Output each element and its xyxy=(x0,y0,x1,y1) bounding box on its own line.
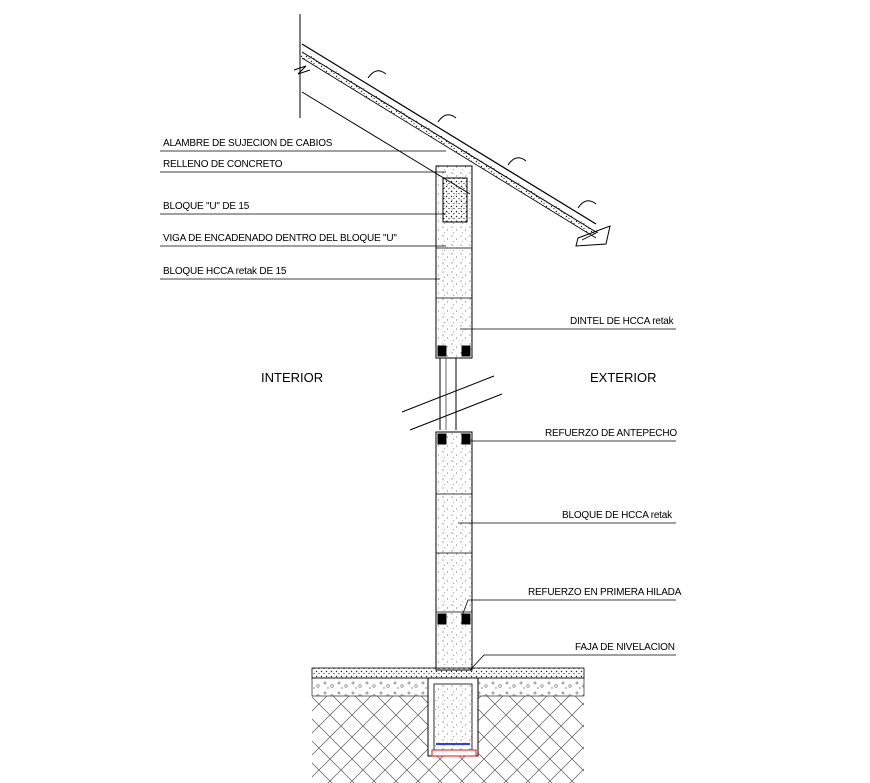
right-callouts xyxy=(458,328,676,671)
label-bloque-hcca-15: BLOQUE HCCA retak DE 15 xyxy=(163,266,287,277)
label-faja: FAJA DE NIVELACION xyxy=(575,642,675,653)
label-bloque-hcca: BLOQUE DE HCCA retak xyxy=(562,510,673,521)
label-refuerzo-antepecho: REFUERZO DE ANTEPECHO xyxy=(545,428,677,439)
interior-label: INTERIOR xyxy=(261,370,323,385)
exterior-label: EXTERIOR xyxy=(590,370,656,385)
label-relleno: RELLENO DE CONCRETO xyxy=(163,159,283,170)
foundation xyxy=(311,667,585,783)
label-alambre: ALAMBRE DE SUJECION DE CABIOS xyxy=(163,138,333,149)
roof-assembly xyxy=(293,14,611,247)
label-viga: VIGA DE ENCADENADO DENTRO DEL BLOQUE "U" xyxy=(163,233,397,244)
wall-section xyxy=(401,165,503,671)
label-dintel: DINTEL DE HCCA retak xyxy=(570,316,675,327)
label-refuerzo-primera: REFUERZO EN PRIMERA HILADA xyxy=(528,587,682,598)
label-bloque-u: BLOQUE "U" DE 15 xyxy=(163,201,250,212)
left-callouts xyxy=(160,150,446,280)
